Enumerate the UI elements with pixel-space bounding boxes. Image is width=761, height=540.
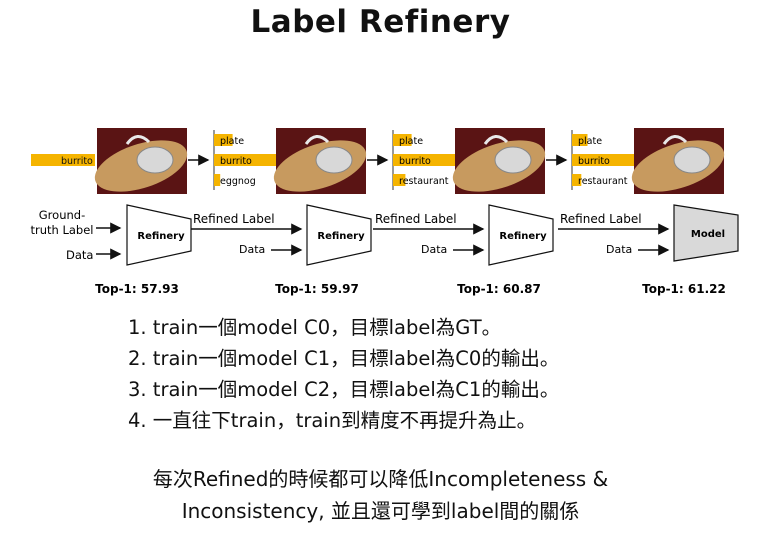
refinery-label: Refinery: [137, 231, 185, 242]
refined-label-text: Refined Label: [560, 212, 642, 226]
top1-accuracy: Top-1: 60.87: [457, 282, 541, 296]
prediction-bar: [214, 134, 233, 146]
summary-line: 每次Refined的時候都可以降低Incompleteness &: [152, 467, 609, 491]
prediction-label: restaurant: [399, 176, 449, 187]
summary-text: 每次Refined的時候都可以降低Incompleteness & Incons…: [0, 463, 761, 527]
burrito-foil-shape: [673, 146, 711, 174]
burrito-foil-shape: [315, 146, 353, 174]
ground-truth-label-text: Ground-: [39, 208, 85, 222]
step-item: 2. train一個model C1，目標label為C0的輸出。: [128, 347, 560, 370]
prediction-bar: [393, 174, 406, 186]
prediction-bar: [214, 174, 221, 186]
data-label-text: Data: [66, 248, 93, 262]
refinery-label: Refinery: [499, 231, 547, 242]
refinery-block: [488, 204, 554, 266]
top1-accuracy: Top-1: 59.97: [275, 282, 359, 296]
prediction-label: eggnog: [220, 176, 256, 187]
top1-accuracy: Top-1: 57.93: [95, 282, 179, 296]
data-label-text: Data: [239, 243, 265, 256]
fork-shape: [304, 135, 330, 145]
initial-label-text: burrito: [61, 156, 93, 167]
step-item: 3. train一個model C2，目標label為C1的輸出。: [128, 378, 560, 401]
prediction-label: plate: [399, 136, 423, 147]
step-item: 1. train一個model C0，目標label為GT。: [128, 316, 502, 339]
prediction-label: burrito: [220, 156, 252, 167]
summary-line: Inconsistency, 並且還可學到label間的關係: [181, 499, 580, 523]
prediction-label: burrito: [399, 156, 431, 167]
ground-truth-label-text-2: truth Label: [30, 223, 93, 237]
fork-shape: [125, 135, 151, 145]
prediction-label: restaurant: [578, 176, 628, 187]
prediction-label: burrito: [578, 156, 610, 167]
model-label: Model: [691, 229, 725, 240]
refinery-label: Refinery: [317, 231, 365, 242]
refined-label-text: Refined Label: [193, 212, 275, 226]
initial-label-bar: [31, 154, 95, 166]
fork-shape: [483, 135, 509, 145]
fork-shape: [662, 135, 688, 145]
model-block: [673, 204, 739, 262]
prediction-bar: [572, 174, 582, 186]
data-label-text: Data: [606, 243, 632, 256]
prediction-bar: [572, 134, 588, 146]
prediction-bar: [214, 154, 276, 166]
burrito-foil-shape: [136, 146, 174, 174]
refinery-block: [306, 204, 372, 266]
burrito-foil-shape: [494, 146, 532, 174]
step-item: 4. 一直往下train，train到精度不再提升為止。: [128, 409, 537, 432]
prediction-bar: [393, 154, 455, 166]
page-title: Label Refinery: [250, 4, 511, 40]
prediction-bar: [393, 134, 412, 146]
prediction-label: plate: [578, 136, 602, 147]
refined-label-text: Refined Label: [375, 212, 457, 226]
prediction-label: plate: [220, 136, 244, 147]
prediction-bar: [572, 154, 634, 166]
steps-list: 1. train一個model C0，目標label為GT。 2. train一…: [128, 312, 559, 436]
refinery-block: [126, 204, 192, 266]
top1-accuracy: Top-1: 61.22: [642, 282, 726, 296]
data-label-text: Data: [421, 243, 447, 256]
